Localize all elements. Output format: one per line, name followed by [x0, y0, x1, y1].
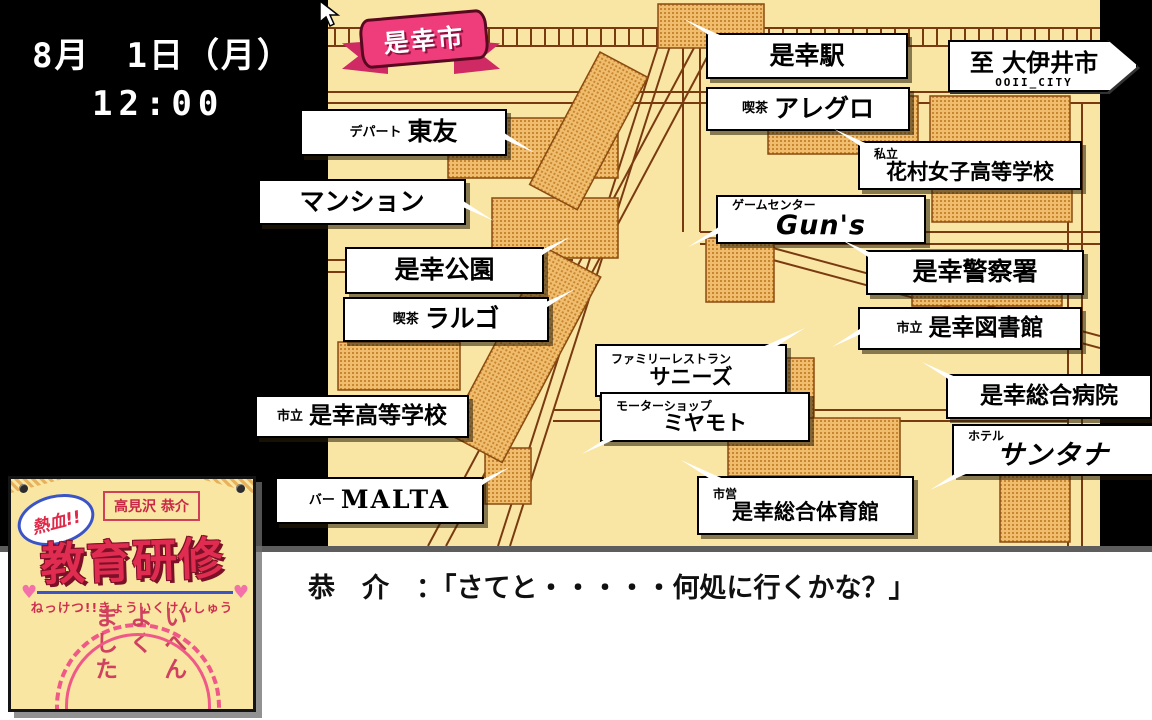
label-text: MALTA	[340, 485, 451, 515]
label-text: 是幸総合体育館	[732, 499, 879, 524]
label-prefix: デパート	[349, 124, 402, 140]
label-prefix: ゲームセンター	[732, 198, 816, 213]
logo-subtitle: ねっけつ!!きょういくけんしゅう	[30, 600, 234, 615]
sign-to-ooii-city[interactable]: 至 大伊井市 OOII_CITY	[948, 40, 1138, 92]
label-text: 是幸高等学校	[309, 403, 447, 430]
label-text: マンション	[299, 186, 425, 216]
map-label-restaurant-sunnys[interactable]: ファミリーレストラン サニーズ	[595, 328, 805, 397]
map-label-game-center-guns[interactable]: ゲームセンター Gun's	[688, 195, 926, 247]
label-prefix: 市営	[713, 487, 738, 502]
label-prefix: 私立	[874, 147, 899, 162]
label-prefix: 市立	[896, 320, 923, 336]
map-label-library[interactable]: 市立是幸図書館	[832, 307, 1082, 350]
heart-icon: ♥	[232, 582, 249, 603]
label-prefix: モーターショップ	[616, 398, 712, 413]
map-label-dept-toyu[interactable]: デパート東友	[300, 109, 535, 156]
label-prefix: 喫茶	[392, 311, 419, 327]
mouse-cursor-icon	[319, 0, 341, 28]
map-label-hotel-santana[interactable]: ホテル サンタナ	[930, 424, 1152, 490]
sign-text: 至 大伊井市	[969, 49, 1099, 77]
dialogue-text: 恭 介 ：「さてと・・・・・何処に行くかな？」	[308, 573, 916, 604]
sign-plate: 至 大伊井市 OOII_CITY	[948, 40, 1138, 92]
screw-icon	[236, 484, 245, 493]
label-text: 東友	[407, 117, 458, 147]
map-label-station[interactable]: 是幸駅	[684, 19, 908, 79]
label-text: ミヤモト	[663, 411, 747, 436]
map-label-mansion[interactable]: マンション	[258, 179, 494, 225]
map-label-park[interactable]: 是幸公園	[345, 237, 570, 294]
label-text: 是幸図書館	[928, 315, 1044, 342]
label-text: 花村女子高等学校	[886, 159, 1054, 184]
label-text: 是幸駅	[769, 40, 845, 70]
map-label-cafe-allegro[interactable]: 喫茶アレグロ	[706, 87, 910, 131]
map-label-gym[interactable]: 市営 是幸総合体育館	[681, 460, 914, 535]
label-prefix: ホテル	[968, 428, 1005, 443]
map-label-motor-shop-miyamoto[interactable]: モーターショップ ミヤモト	[582, 392, 810, 454]
logo-divider: ♥ ♥	[21, 582, 249, 603]
label-prefix: ファミリーレストラン	[611, 352, 732, 367]
map-label-cafe-largo[interactable]: 喫茶ラルゴ	[343, 289, 575, 342]
stamp-seal: いへんよくました	[55, 605, 221, 709]
label-text: サニーズ	[649, 364, 733, 389]
date-display: 8月 1日（月）	[32, 36, 293, 76]
label-text: 是幸警察署	[912, 257, 1038, 287]
map-label-high-school[interactable]: 市立是幸高等学校	[255, 395, 469, 438]
city-name: 是幸市	[382, 22, 466, 59]
label-text: Gun's	[776, 209, 866, 241]
label-text: 是幸公園	[394, 255, 495, 285]
map-label-hanamura-school[interactable]: 私立 花村女子高等学校	[834, 129, 1082, 190]
game-logo-panel: 熱血!! 高見沢 恭介 教育研修 ♥ ♥ ねっけつ!!きょういくけんしゅう いへ…	[8, 476, 256, 712]
label-text: アレグロ	[774, 93, 875, 123]
logo-title: 教育研修	[39, 531, 226, 592]
time-display: 12:00	[92, 84, 225, 124]
map-label-hospital[interactable]: 是幸総合病院	[922, 362, 1152, 419]
screw-icon	[19, 484, 28, 493]
label-prefix: バー	[308, 492, 335, 508]
author-name: 高見沢 恭介	[103, 491, 200, 521]
corner-decoration	[201, 479, 253, 493]
heart-icon: ♥	[21, 582, 38, 603]
label-text: ラルゴ	[424, 304, 500, 334]
map-label-bar-malta[interactable]: バー MALTA	[275, 467, 510, 524]
label-text: サンタナ	[997, 440, 1109, 472]
label-prefix: 市立	[276, 408, 303, 424]
city-banner: 是幸市	[342, 8, 500, 78]
label-text: 是幸総合病院	[980, 383, 1118, 410]
sign-subtext: OOII_CITY	[995, 76, 1073, 89]
label-prefix: 喫茶	[741, 101, 768, 117]
map-label-police[interactable]: 是幸警察署	[842, 240, 1084, 295]
